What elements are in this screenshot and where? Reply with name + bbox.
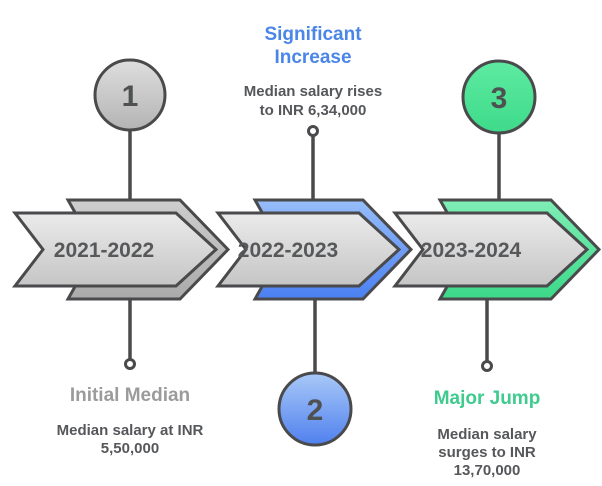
callout-title-initial-median: Initial Median	[70, 385, 190, 406]
year-label-2021-2022: 2021-2022	[54, 239, 154, 262]
chevron-arrow-2022-2023	[214, 211, 402, 288]
chevron-arrow-2021-2022	[11, 211, 219, 288]
year-label-2023-2024: 2023-2024	[421, 239, 522, 262]
callout-body-initial-median-line1: Median salary at INR	[57, 422, 204, 439]
year-label-2022-2023: 2022-2023	[238, 239, 338, 262]
milestone-number-3: 3	[491, 82, 508, 115]
callout-title-significant-increase-line2: Increase	[274, 47, 351, 68]
callout-body-major-jump-line2: surges to INR	[438, 444, 536, 461]
callout-body-major-jump-line1: Median salary	[437, 426, 537, 443]
chevron-arrow-2023-2024	[391, 211, 590, 288]
callout-body-significant-increase-line2: to INR 6,34,000	[260, 102, 367, 119]
callout-body-significant-increase-line1: Median salary rises	[244, 83, 382, 100]
milestone-number-2: 2	[307, 394, 324, 427]
callout-body-major-jump-line3: 13,70,000	[454, 462, 521, 479]
milestone-circle-1	[93, 58, 167, 132]
milestone-circle-2	[277, 371, 353, 447]
callout-title-significant-increase-line1: Significant	[264, 24, 362, 45]
milestone-number-1: 1	[122, 80, 139, 113]
milestone-circle-3	[461, 59, 537, 135]
connector-dot-significant-increase	[307, 125, 319, 137]
callout-body-initial-median-line2: 5,50,000	[101, 440, 159, 457]
connector-dot-major-jump	[481, 360, 493, 372]
callout-title-major-jump: Major Jump	[434, 388, 541, 409]
connector-dot-initial-median	[124, 358, 136, 370]
